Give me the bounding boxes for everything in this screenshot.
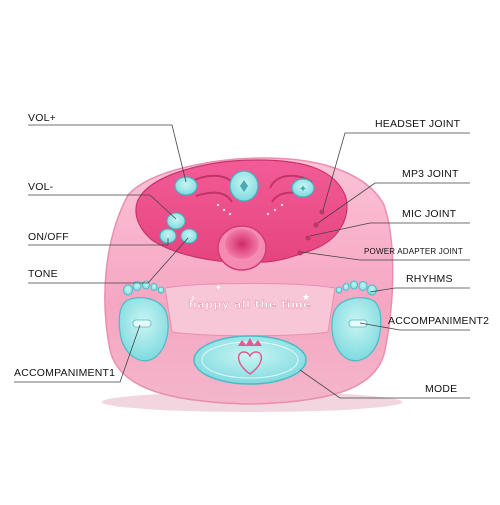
label-mic-joint: MIC JOINT bbox=[402, 208, 457, 220]
label-on-off: ON/OFF bbox=[28, 231, 69, 243]
slogan-text: happy all the time bbox=[189, 298, 311, 311]
crown-heart-icon bbox=[237, 338, 263, 375]
side-jacks bbox=[297, 209, 325, 256]
label-vol-plus: VOL+ bbox=[28, 112, 56, 124]
label-mp3-joint: MP3 JOINT bbox=[402, 168, 459, 180]
label-mode: MODE bbox=[425, 383, 458, 395]
label-power-adapter-joint: POWER ADAPTER JOINT bbox=[364, 247, 463, 256]
panel-dots bbox=[216, 203, 284, 216]
front-strip bbox=[164, 283, 336, 337]
tone-button[interactable] bbox=[180, 228, 198, 244]
star-icon: ✦ bbox=[299, 184, 307, 195]
label-headset-joint: HEADSET JOINT bbox=[375, 118, 461, 130]
callout-lines bbox=[14, 124, 470, 399]
mic-holder-hole bbox=[225, 229, 259, 259]
star-decoration-icon: ★ bbox=[302, 292, 310, 302]
music-note-icon: ♪ bbox=[190, 293, 195, 304]
label-tone: TONE bbox=[28, 268, 58, 280]
vol-plus-button[interactable] bbox=[174, 176, 198, 196]
diamond-icon bbox=[240, 180, 248, 192]
label-accompaniment1: ACCOMPANIMENT1 bbox=[14, 367, 116, 379]
label-accompaniment2: ACCOMPANIMENT2 bbox=[388, 315, 490, 327]
vol-minus-button[interactable] bbox=[166, 212, 186, 230]
label-vol-minus: VOL- bbox=[28, 181, 54, 193]
left-foot-pad[interactable] bbox=[118, 280, 169, 362]
small-star-icon: ✦ bbox=[215, 283, 222, 292]
top-right-button[interactable] bbox=[291, 178, 315, 198]
label-rhyhms: RHYHMS bbox=[406, 273, 453, 285]
right-foot-pad[interactable] bbox=[331, 280, 382, 362]
